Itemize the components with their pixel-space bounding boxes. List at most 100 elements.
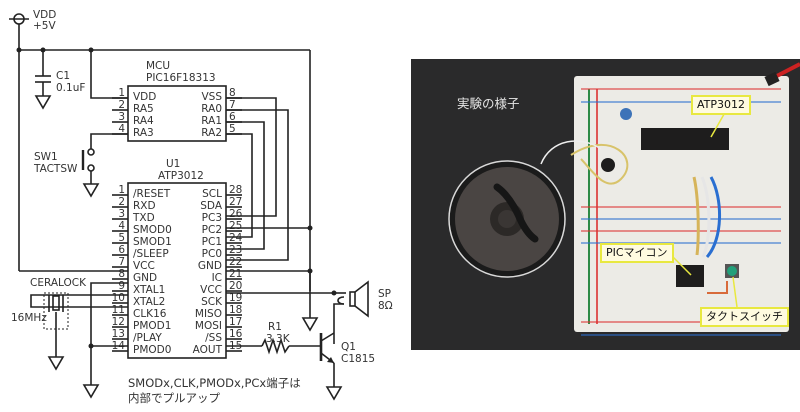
- pin-name: SDA: [200, 200, 223, 212]
- pin-gnd: 22 GND: [198, 256, 242, 272]
- pin-number: 4: [118, 123, 125, 135]
- pin-name: PC0: [202, 248, 222, 260]
- pin-number: 12: [112, 316, 125, 328]
- pin-number: 19: [229, 292, 242, 304]
- callout-tact-switch: タクトスイッチ: [700, 307, 789, 327]
- pin-number: 22: [229, 256, 242, 268]
- pin-pc2: 25 PC2: [202, 220, 243, 236]
- vdd-label: VDD: [33, 9, 56, 21]
- pin-number: 25: [229, 220, 242, 232]
- pin-sleep: 6/SLEEP: [112, 244, 169, 260]
- pin-number: 3: [118, 208, 125, 220]
- ground-icon: [325, 386, 343, 401]
- pin-scl: 28 SCL: [202, 184, 242, 200]
- pin-number: 9: [118, 280, 125, 292]
- mcu-part: PIC16F18313: [146, 72, 216, 84]
- sw1-ref: SW1: [34, 151, 58, 163]
- pin-name: AOUT: [193, 344, 223, 356]
- ceralock-label: CERALOCK: [30, 277, 87, 289]
- switch-sw1: [81, 148, 100, 198]
- pin-number: 10: [112, 292, 125, 304]
- speaker-photo: [448, 160, 566, 278]
- callout-atp3012: ATP3012: [691, 95, 752, 115]
- pin-number: 8: [118, 268, 125, 280]
- pin-play: 13/PLAY: [112, 328, 163, 344]
- pin-number: 18: [229, 304, 242, 316]
- pin-number: 11: [112, 304, 125, 316]
- pin-name: GND: [133, 272, 157, 284]
- pin-name: SCK: [201, 296, 223, 308]
- pin-ra4: 3 RA4: [112, 111, 154, 127]
- ground-icon: [301, 317, 319, 332]
- speaker-impedance: 8Ω: [378, 300, 393, 312]
- pin-number: 1: [118, 184, 125, 196]
- u1-ref: U1: [166, 158, 180, 170]
- transistor-q1: [319, 332, 343, 401]
- pin-number: 5: [118, 232, 125, 244]
- pin-name: SMOD1: [133, 236, 172, 248]
- speaker-sp: [333, 280, 369, 344]
- pin-number: 20: [229, 280, 242, 292]
- pin-name: RA0: [201, 103, 222, 115]
- r1-ref: R1: [268, 321, 282, 333]
- pin-number: 2: [118, 99, 125, 111]
- c1-ref: C1: [56, 70, 70, 82]
- mcu-chip: [127, 85, 227, 142]
- pin-name: PMOD0: [133, 344, 171, 356]
- pin-number: 6: [118, 244, 125, 256]
- pin-pmod1: 12 PMOD1: [112, 316, 172, 332]
- vdd-voltage: +5V: [33, 20, 56, 32]
- pin-name: RXD: [133, 200, 156, 212]
- pin-name: PMOD1: [133, 320, 171, 332]
- pin-name: GND: [198, 260, 222, 272]
- pin-name: CLK16: [133, 308, 167, 320]
- pin-number: 7: [229, 99, 236, 111]
- note-line-2: 内部でプルアップ: [128, 391, 220, 405]
- pin-name: VDD: [133, 91, 156, 103]
- r1-value: 3.3K: [266, 333, 291, 345]
- pin-number: 21: [229, 268, 242, 280]
- capacitor-c1: [34, 50, 52, 110]
- vdd-symbol: [9, 13, 29, 25]
- pin-number: 16: [229, 328, 243, 340]
- pin-name: /RESET: [133, 188, 171, 200]
- pin-name: PC3: [202, 212, 222, 224]
- pin-name: RA4: [133, 115, 154, 127]
- note-line-1: SMODx,CLK,PMODx,PCx端子は: [128, 376, 301, 390]
- pin-name: /SS: [205, 332, 222, 344]
- pin-number: 28: [229, 184, 242, 196]
- atp3012-chip: [127, 182, 227, 359]
- q1-part: C1815: [341, 353, 375, 365]
- pin-name: RA1: [201, 115, 222, 127]
- pin-number: 3: [118, 111, 125, 123]
- q1-ref: Q1: [341, 341, 356, 353]
- pin-name: PC2: [202, 224, 222, 236]
- pin-name: VCC: [133, 260, 155, 272]
- pin-number: 5: [229, 123, 236, 135]
- pin-name: /PLAY: [133, 332, 162, 344]
- pin-name: SMOD0: [133, 224, 172, 236]
- pin-smod0: 4 SMOD0: [112, 220, 172, 236]
- mcu-title: MCU: [146, 60, 170, 72]
- pin-name: SCL: [202, 188, 222, 200]
- pin-name: MOSI: [195, 320, 222, 332]
- sw1-type: TACTSW: [33, 163, 78, 175]
- pin-number: 4: [118, 220, 125, 232]
- pin-name: RA2: [201, 127, 222, 139]
- pin-number: 8: [229, 87, 236, 99]
- ground-icon: [47, 356, 65, 371]
- photo-title: 実験の様子: [457, 96, 520, 111]
- pin-number: 26: [229, 208, 243, 220]
- ground-icon: [34, 95, 52, 110]
- ceralock-resonator: [30, 292, 128, 371]
- pin-gnd: 8 GND: [112, 268, 157, 284]
- pin-number: 7: [118, 256, 125, 268]
